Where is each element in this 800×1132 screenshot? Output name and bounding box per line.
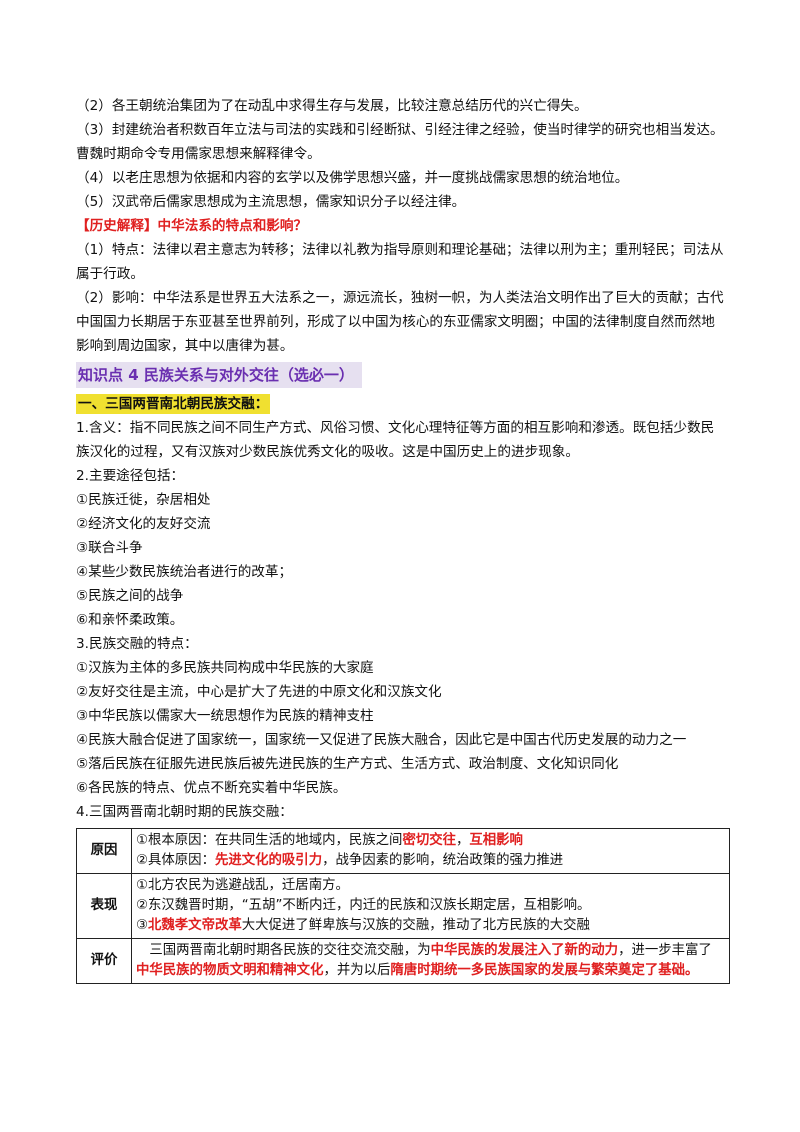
list-item: ①民族迁徙，杂居相处 [76, 492, 211, 508]
list-item: ②友好交往是主流，中心是扩大了先进的中原文化和汉族文化 [76, 684, 442, 700]
row-key-evaluation: 评价 [76, 938, 132, 984]
table-row: 评价 三国两晋南北朝时期各民族的交往交流交融，为中华民族的发展注入了新的动力，进… [76, 938, 730, 984]
history-influence: （2）影响：中华法系是世界五大法系之一，源远流长，独树一帜，为人类法治文明作出了… [76, 290, 724, 354]
intro-line-4: （4）以老庄思想为依据和内容的玄学以及佛学思想兴盛，并一度挑战儒家思想的统治地位… [76, 170, 629, 186]
list-item: ③联合斗争 [76, 540, 143, 556]
list-item: ⑤民族之间的战争 [76, 588, 184, 604]
row-key-cause: 原因 [76, 828, 132, 874]
list-item: ②经济文化的友好交流 [76, 516, 211, 532]
list-item: ③中华民族以儒家大一统思想作为民族的精神支柱 [76, 708, 374, 724]
list-item: ④某些少数民族统治者进行的改革； [76, 564, 293, 580]
history-features: （1）特点：法律以君主意志为转移；法律以礼教为指导原则和理论基础；法律以刑为主；… [76, 242, 724, 282]
list-item: ⑥各民族的特点、优点不断充实着中华民族。 [76, 780, 347, 796]
ways-title: 2.主要途径包括： [76, 468, 185, 484]
list-item: ①汉族为主体的多民族共同构成中华民族的大家庭 [76, 660, 374, 676]
row-value-expression: ①北方农民为逃避战乱，迁居南方。 ②东汉魏晋时期，“五胡”不断内迁，内迁的民族和… [131, 873, 730, 939]
document-page: （2）各王朝统治集团为了在动乱中求得生存与发展，比较注意总结历代的兴亡得失。 （… [76, 94, 730, 984]
intro-line-2: （2）各王朝统治集团为了在动乱中求得生存与发展，比较注意总结历代的兴亡得失。 [76, 98, 588, 114]
row-key-expression: 表现 [76, 873, 132, 939]
row-value-cause: ①根本原因：在共同生活的地域内，民族之间密切交往，互相影响 ②具体原因：先进文化… [131, 828, 730, 874]
sub-title: 一、三国两晋南北朝民族交融： [76, 394, 271, 414]
fusion-table: 原因 ①根本原因：在共同生活的地域内，民族之间密切交往，互相影响 ②具体原因：先… [76, 828, 730, 984]
list-item: ④民族大融合促进了国家统一，国家统一又促进了民族大融合，因此它是中国古代历史发展… [76, 732, 687, 748]
table-title: 4.三国两晋南北朝时期的民族交融： [76, 804, 293, 820]
list-item: ⑤落后民族在征服先进民族后被先进民族的生产方式、生活方式、政治制度、文化知识同化 [76, 756, 619, 772]
table-row: 表现 ①北方农民为逃避战乱，迁居南方。 ②东汉魏晋时期，“五胡”不断内迁，内迁的… [76, 873, 730, 939]
definition: 1.含义：指不同民族之间不同生产方式、风俗习惯、文化心理特征等方面的相互影响和渗… [76, 420, 715, 460]
intro-line-5: （5）汉武帝后儒家思想成为主流思想，儒家知识分子以经注律。 [76, 194, 466, 210]
section-title: 知识点 4 民族关系与对外交往（选必一） [76, 362, 362, 388]
list-item: ⑥和亲怀柔政策。 [76, 612, 184, 628]
row-value-evaluation: 三国两晋南北朝时期各民族的交往交流交融，为中华民族的发展注入了新的动力，进一步丰… [131, 938, 730, 984]
features-title: 3.民族交融的特点： [76, 636, 198, 652]
intro-line-3: （3）封建统治者积数百年立法与司法的实践和引经断狱、引经注律之经验，使当时律学的… [76, 122, 724, 162]
table-row: 原因 ①根本原因：在共同生活的地域内，民族之间密切交往，互相影响 ②具体原因：先… [76, 828, 730, 874]
history-heading: 【历史解释】中华法系的特点和影响？ [76, 218, 308, 234]
